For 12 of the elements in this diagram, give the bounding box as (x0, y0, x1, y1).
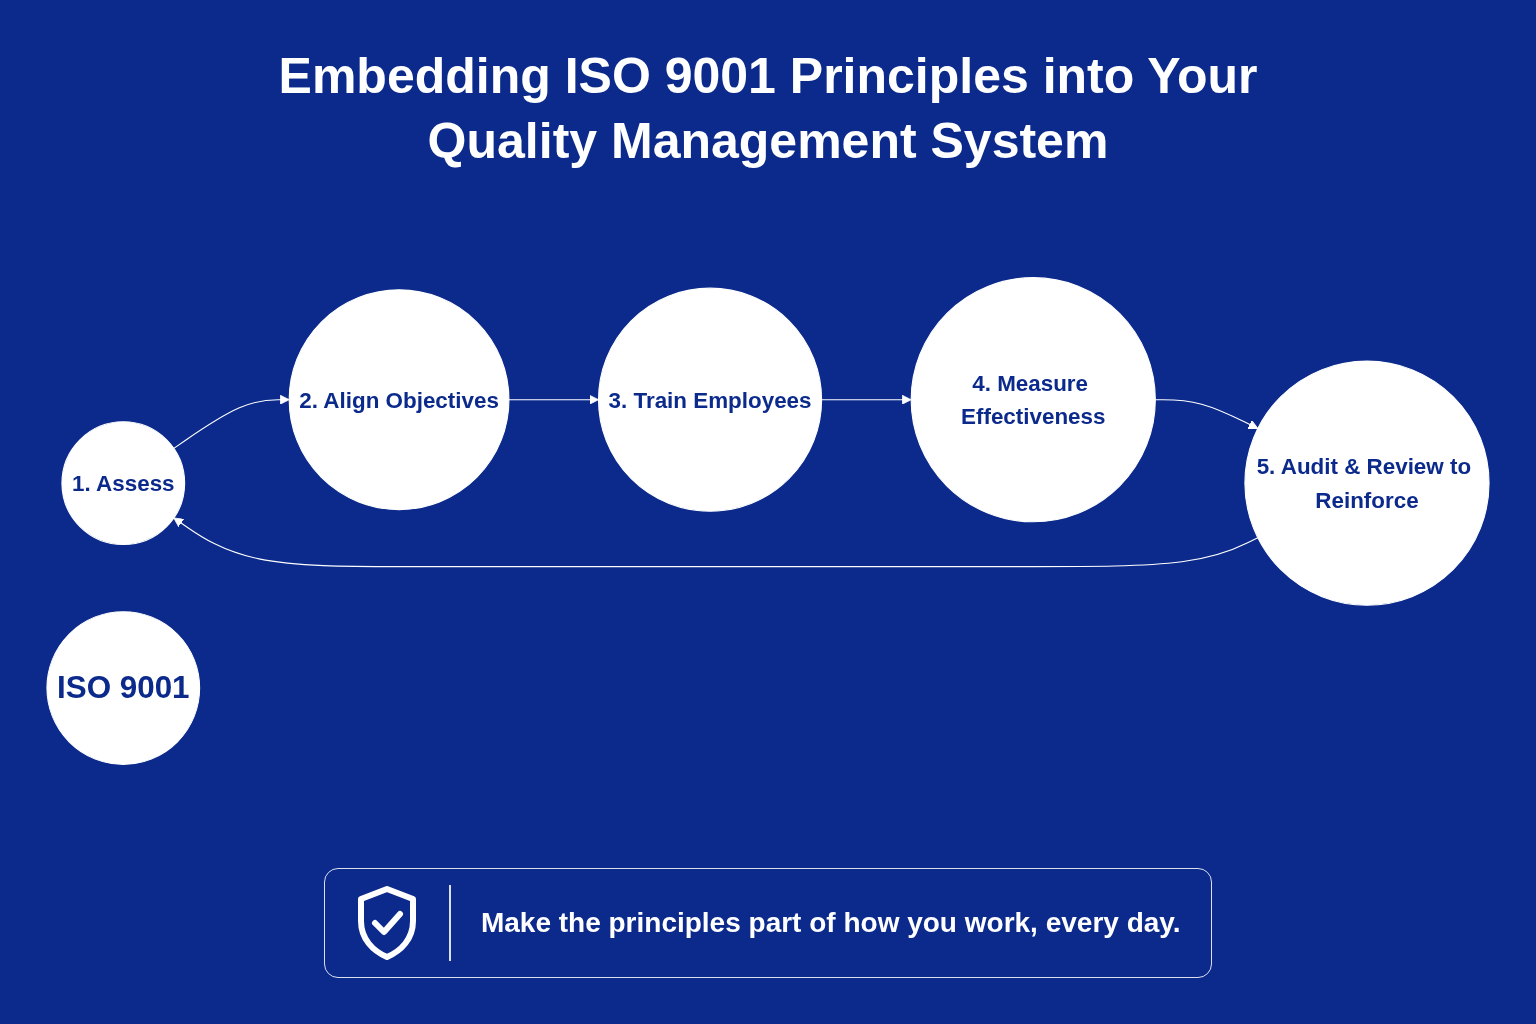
arrow (821, 394, 912, 405)
node-circle: 1. Assess (61, 421, 186, 546)
node-circle: 3. Train Employees (597, 287, 823, 512)
arrow (508, 394, 599, 405)
node-circle: 2. Align Objectives (288, 289, 510, 511)
arrow (173, 517, 1259, 568)
arrow (173, 394, 290, 449)
node-circle: ISO 9001 (46, 611, 201, 765)
node-circle: 4. Measure Effectiveness (910, 277, 1156, 523)
caption: Make the principles part of how you work, every day. (480, 907, 1181, 939)
node-circle: 5. Audit & Review to Reinforce (1244, 360, 1490, 606)
title: Embedding ISO 9001 Principles into Your Quality Management System (277, 47, 1259, 171)
